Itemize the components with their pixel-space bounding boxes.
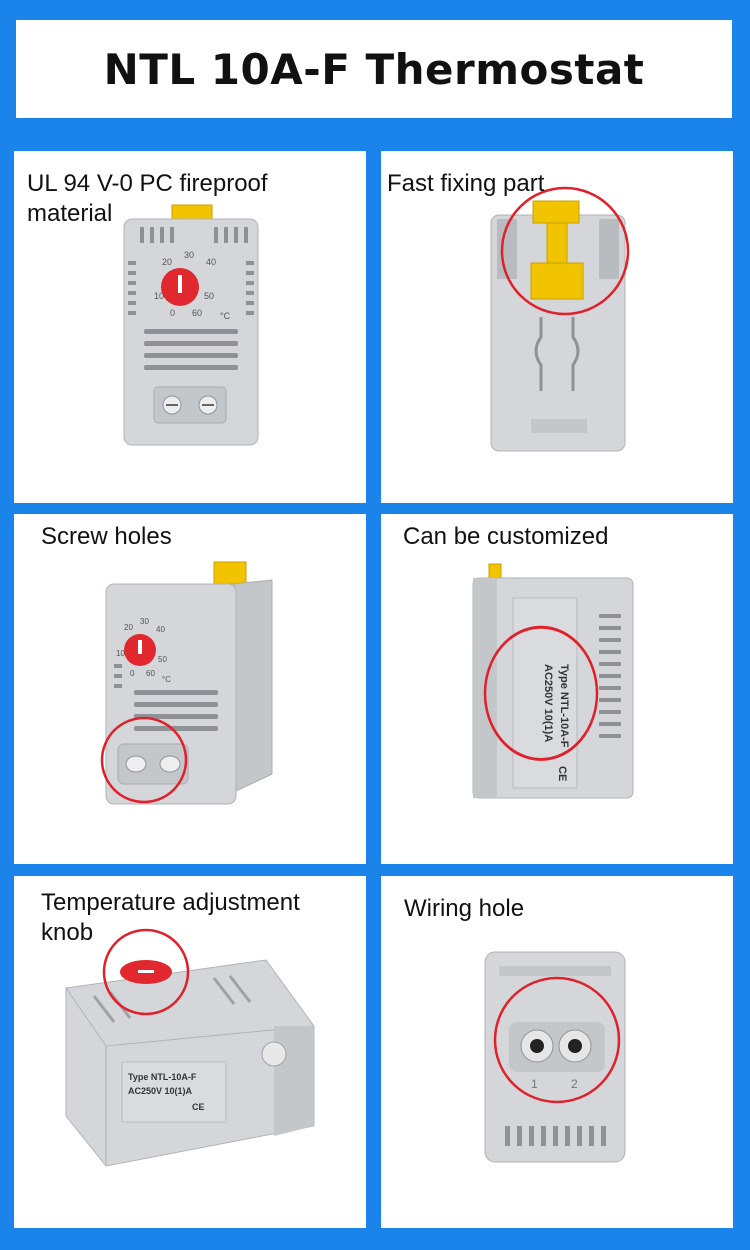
panel-wiring-hole: Wiring hole 1 2	[381, 876, 733, 1228]
thermostat-front-illustration: 20 30 40 10 50 0 60 °C	[123, 204, 259, 446]
svg-text:0: 0	[170, 308, 175, 318]
svg-text:AC250V 10(1)A: AC250V 10(1)A	[128, 1086, 193, 1096]
svg-text:20: 20	[162, 257, 172, 267]
svg-text:10: 10	[154, 291, 164, 301]
svg-text:CE: CE	[192, 1102, 205, 1112]
panel-caption: Wiring hole	[404, 895, 525, 922]
thermostat-bottom-illustration: 1 2	[484, 951, 626, 1163]
svg-text:CE: CE	[556, 766, 568, 781]
thermostat-back-illustration	[490, 186, 630, 452]
svg-text:30: 30	[184, 250, 194, 260]
svg-text:1: 1	[531, 1077, 538, 1091]
svg-text:Type NTL-10A-F: Type NTL-10A-F	[128, 1072, 197, 1082]
page-title: NTL 10A-F Thermostat	[103, 44, 645, 94]
panel-caption: UL 94 V-0 PC fireproof material	[27, 170, 268, 227]
panel-caption: Screw holes	[41, 523, 172, 550]
svg-text:10: 10	[116, 649, 125, 658]
highlight-circle-icon	[102, 928, 190, 1016]
svg-text:Type NTL-10A-F: Type NTL-10A-F	[558, 664, 570, 748]
panel-can-be-customized: Can be customized Type NTL-10A-F AC250V …	[381, 514, 733, 864]
panel-screw-holes: Screw holes 20 30 40 10 50 0 60 °C	[14, 514, 366, 864]
thermostat-top-illustration: Type NTL-10A-F AC250V 10(1)A CE	[65, 928, 315, 1167]
svg-text:50: 50	[204, 291, 214, 301]
svg-text:30: 30	[140, 617, 149, 626]
panel-caption: Fast fixing part	[387, 170, 545, 197]
svg-text:20: 20	[124, 623, 133, 632]
highlight-circle-icon	[100, 716, 188, 804]
svg-text:40: 40	[156, 625, 165, 634]
panel-fireproof-material: UL 94 V-0 PC fireproof material 20 30 40…	[14, 151, 366, 503]
svg-text:AC250V 10(1)A: AC250V 10(1)A	[542, 664, 554, 742]
thermostat-side-illustration: Type NTL-10A-F AC250V 10(1)A CE	[472, 563, 634, 799]
highlight-circle-icon	[483, 625, 599, 761]
svg-text:60: 60	[146, 669, 155, 678]
svg-text:°C: °C	[162, 675, 171, 684]
title-banner: NTL 10A-F Thermostat	[16, 20, 732, 118]
panel-caption: Can be customized	[403, 523, 609, 550]
svg-text:2: 2	[571, 1077, 578, 1091]
svg-text:°C: °C	[220, 311, 231, 321]
svg-text:0: 0	[130, 669, 135, 678]
highlight-circle-icon	[500, 186, 630, 316]
svg-text:60: 60	[192, 308, 202, 318]
svg-text:40: 40	[206, 257, 216, 267]
panel-temperature-adjustment-knob: Temperature adjustment knob Type NTL-10A…	[14, 876, 366, 1228]
svg-text:50: 50	[158, 655, 167, 664]
panel-caption: Temperature adjustment knob	[41, 889, 300, 946]
panel-fast-fixing-part: Fast fixing part	[381, 151, 733, 503]
highlight-circle-icon	[493, 976, 621, 1104]
thermostat-angled-illustration: 20 30 40 10 50 0 60 °C	[100, 561, 273, 805]
